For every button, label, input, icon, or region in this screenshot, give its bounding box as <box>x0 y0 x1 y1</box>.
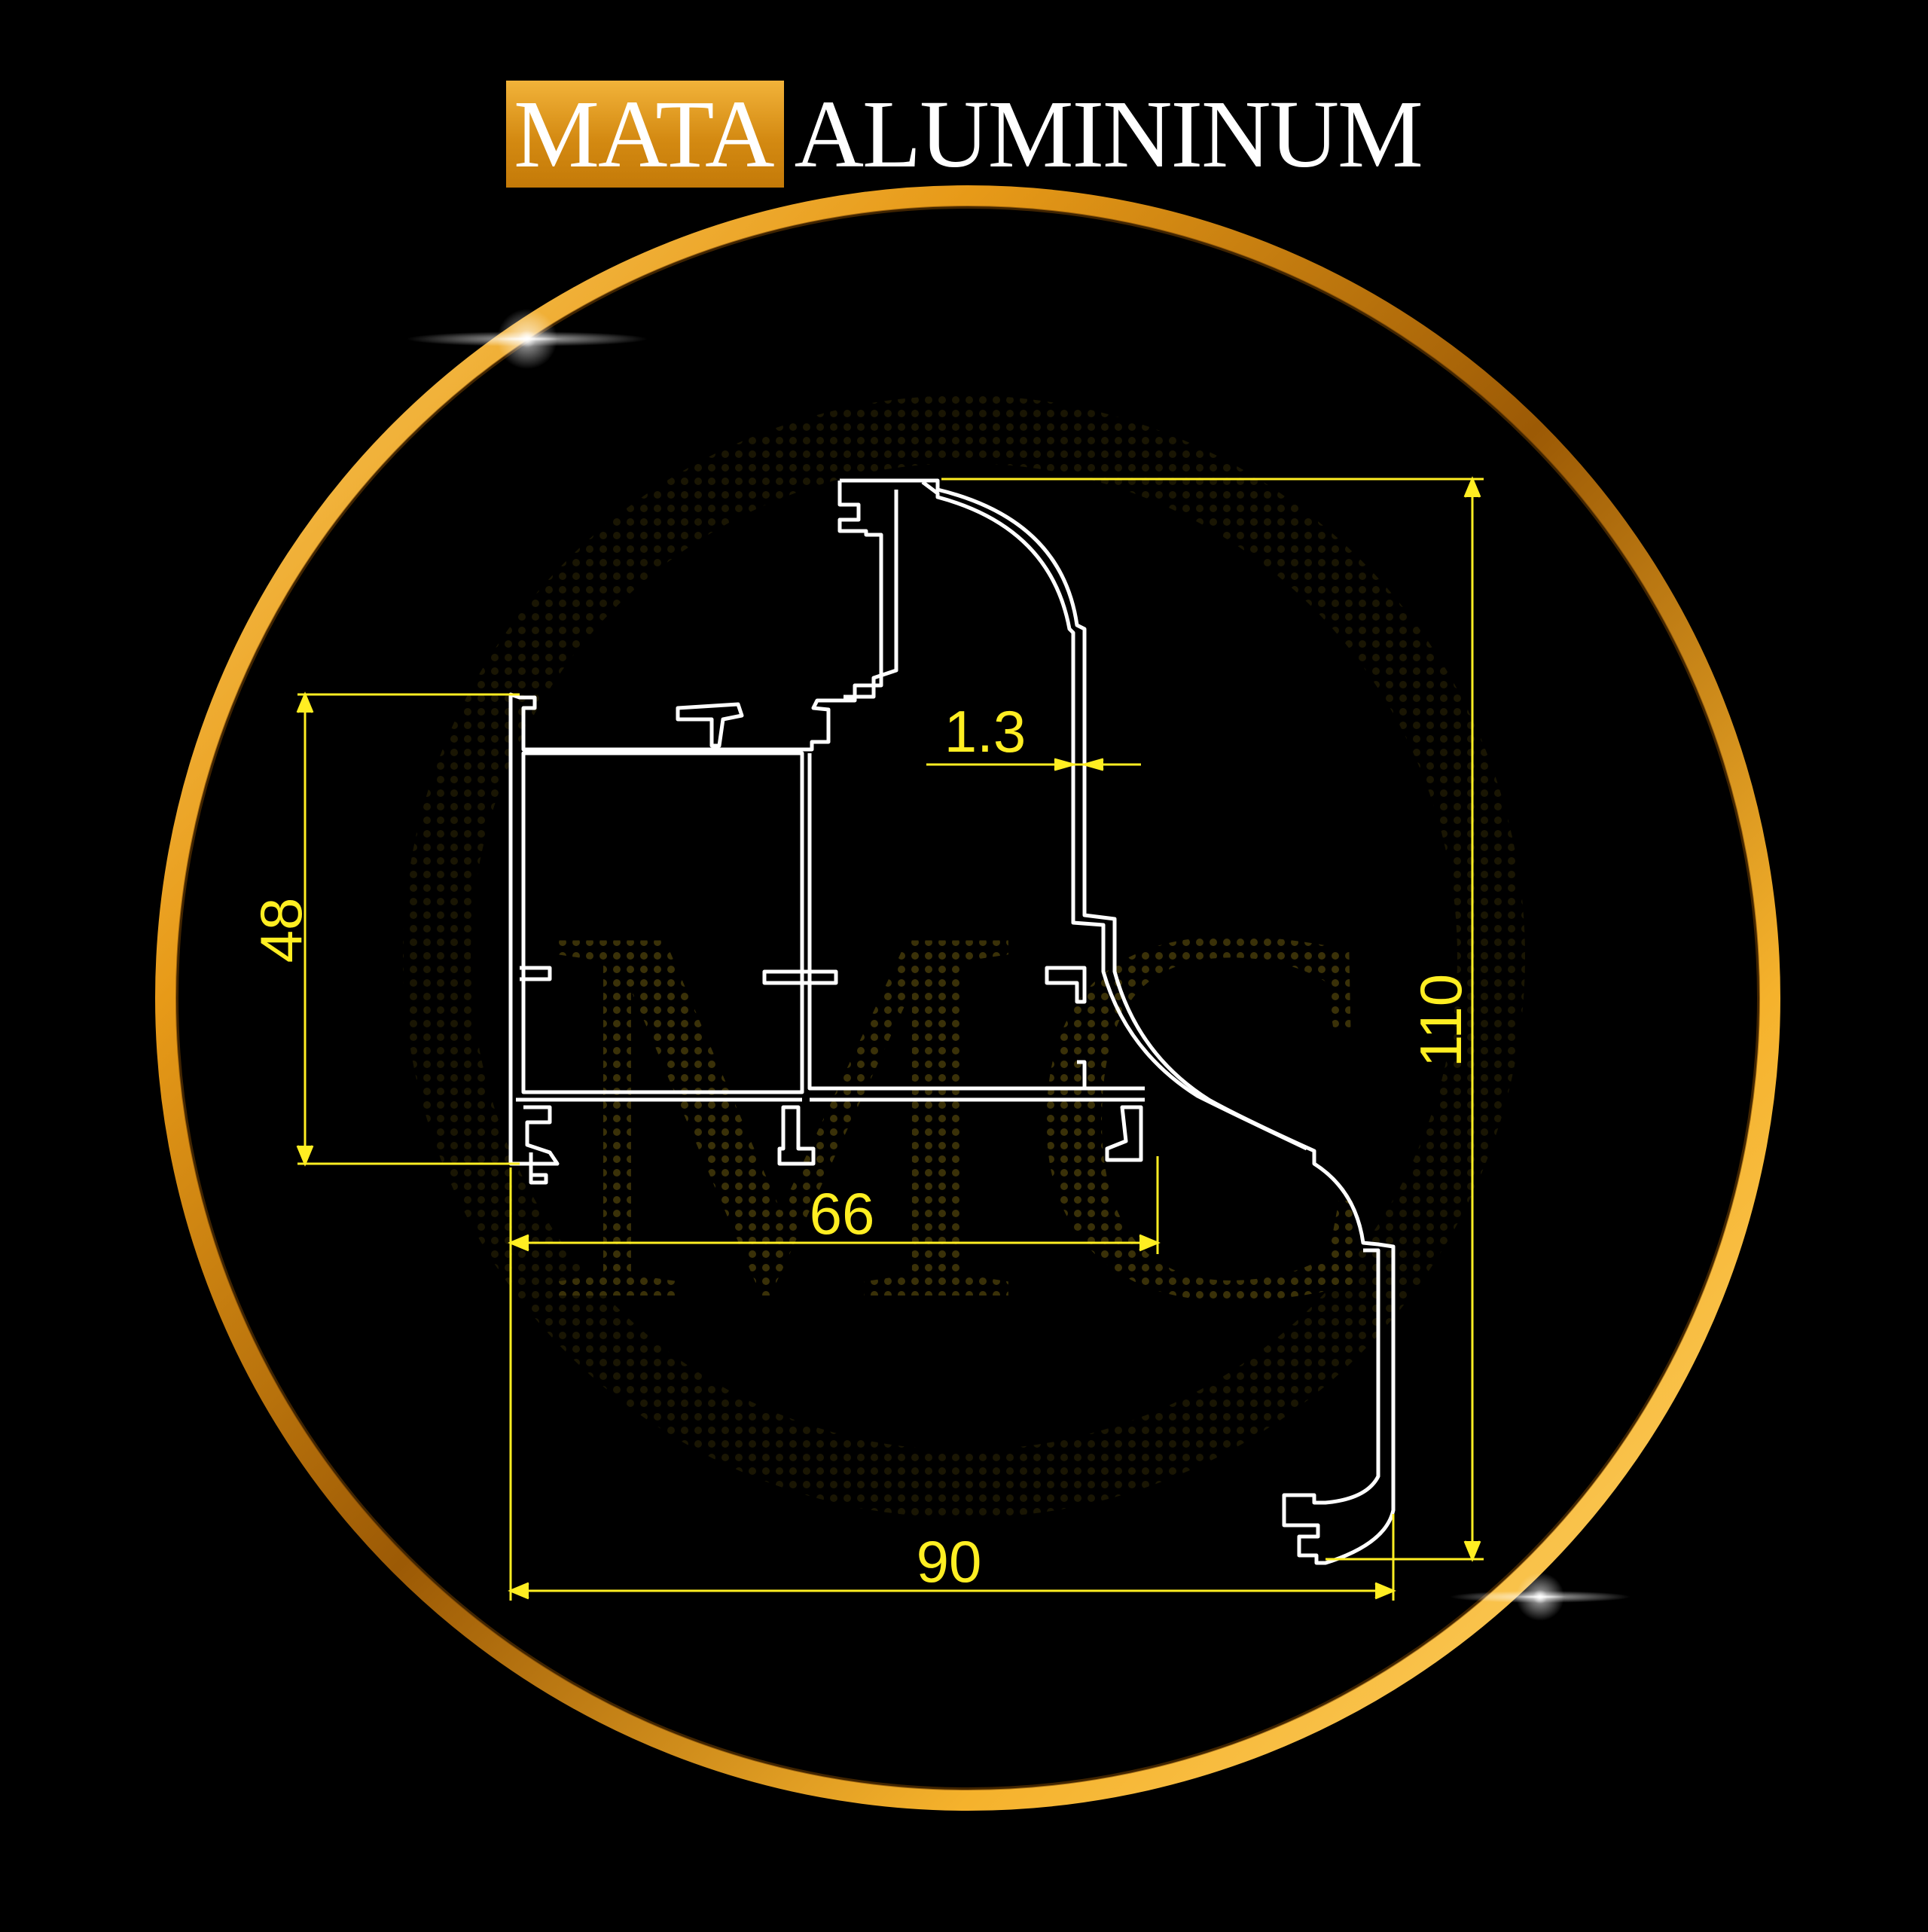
dim-label-left-height: 48 <box>248 898 314 963</box>
dimension-lines <box>296 476 1484 1601</box>
brand-highlight-text: MATA <box>514 80 774 188</box>
watermark-logo: MC <box>403 395 1525 1518</box>
brand-header: MATA ALUMININUM <box>0 79 1928 188</box>
brand-rest-text: ALUMININUM <box>794 80 1423 188</box>
sparkle-top-left <box>407 309 648 369</box>
dim-label-overall-height: 110 <box>1408 974 1474 1067</box>
watermark-text: MC <box>542 812 1386 1413</box>
dim-label-inner-width: 66 <box>810 1180 875 1247</box>
brand-highlight-box: MATA <box>506 80 784 188</box>
dim-label-overall-width: 90 <box>917 1528 982 1595</box>
aluminum-profile <box>508 478 1396 1565</box>
dim-label-wall-thickness: 1.3 <box>944 698 1026 765</box>
sparkle-bottom-right <box>1450 1573 1631 1621</box>
gold-ring <box>155 185 1780 1811</box>
